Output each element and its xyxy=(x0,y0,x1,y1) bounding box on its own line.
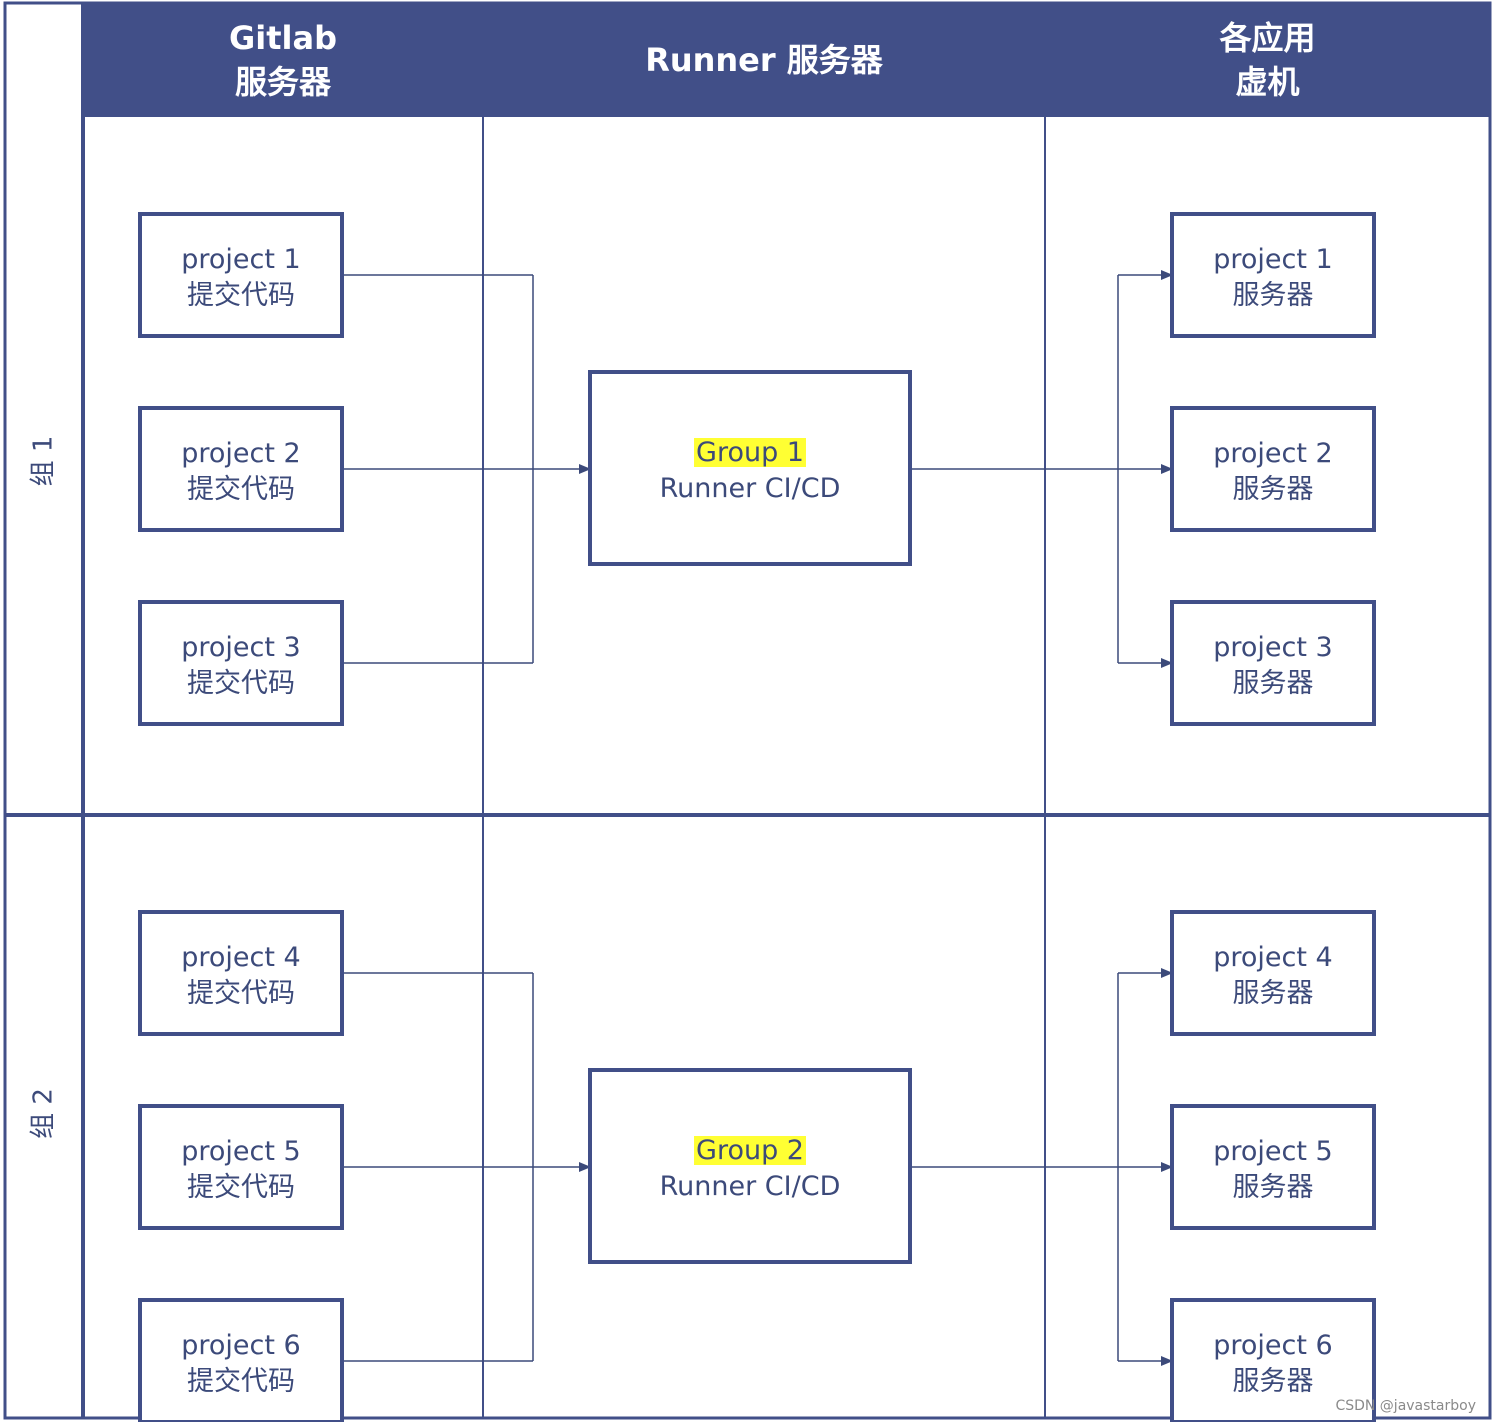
header-band xyxy=(83,3,1490,117)
runner-sub-1: Runner CI/CD xyxy=(660,473,841,504)
target-box-6 xyxy=(1170,1298,1376,1422)
source-sub-6: 提交代码 xyxy=(187,1366,295,1397)
source-title-5: project 5 xyxy=(181,1136,300,1167)
header-gitlab-line-2: 服务器 xyxy=(235,63,332,101)
lane-label-2: 组 2 xyxy=(29,1088,59,1139)
source-title-4: project 4 xyxy=(181,942,300,973)
runner-title-2: Group 2 xyxy=(696,1135,804,1166)
target-box-4 xyxy=(1170,910,1376,1036)
target-sub-2: 服务器 xyxy=(1233,474,1314,505)
source-sub-2: 提交代码 xyxy=(187,474,295,505)
source-title-3: project 3 xyxy=(181,632,300,663)
target-title-4: project 4 xyxy=(1213,942,1332,973)
runner-sub-2: Runner CI/CD xyxy=(660,1171,841,1202)
runner-title-highlight-1 xyxy=(694,438,806,467)
source-box-3 xyxy=(138,600,344,726)
source-box-5 xyxy=(138,1104,344,1230)
source-box-2 xyxy=(138,406,344,532)
header-gitlab-line-1: Gitlab xyxy=(229,19,337,57)
target-title-1: project 1 xyxy=(1213,244,1332,275)
runner-title-highlight-2 xyxy=(694,1136,806,1165)
target-box-3 xyxy=(1170,600,1376,726)
source-sub-1: 提交代码 xyxy=(187,280,295,311)
header-apps-line-1: 各应用 xyxy=(1219,19,1315,57)
runner-box-1 xyxy=(588,370,912,566)
source-sub-4: 提交代码 xyxy=(187,978,295,1009)
header-apps-line-2: 虚机 xyxy=(1235,63,1299,101)
lane-label-1: 组 1 xyxy=(29,436,59,487)
target-box-5 xyxy=(1170,1104,1376,1230)
source-sub-3: 提交代码 xyxy=(187,668,295,699)
target-title-2: project 2 xyxy=(1213,438,1332,469)
source-title-2: project 2 xyxy=(181,438,300,469)
source-title-6: project 6 xyxy=(181,1330,300,1361)
target-box-1 xyxy=(1170,212,1376,338)
target-sub-3: 服务器 xyxy=(1233,668,1314,699)
target-sub-1: 服务器 xyxy=(1233,280,1314,311)
source-title-1: project 1 xyxy=(181,244,300,275)
target-sub-4: 服务器 xyxy=(1233,978,1314,1009)
source-box-6 xyxy=(138,1298,344,1422)
header-runner-line-1: Runner 服务器 xyxy=(645,41,884,79)
target-title-3: project 3 xyxy=(1213,632,1332,663)
source-box-1 xyxy=(138,212,344,338)
source-sub-5: 提交代码 xyxy=(187,1172,295,1203)
runner-box-2 xyxy=(588,1068,912,1264)
diagram-frame xyxy=(3,1,1492,1420)
target-sub-5: 服务器 xyxy=(1233,1172,1314,1203)
target-box-2 xyxy=(1170,406,1376,532)
source-box-4 xyxy=(138,910,344,1036)
runner-title-1: Group 1 xyxy=(696,437,804,468)
target-title-6: project 6 xyxy=(1213,1330,1332,1361)
target-sub-6: 服务器 xyxy=(1233,1366,1314,1397)
watermark: CSDN @javastarboy xyxy=(1335,1398,1476,1414)
target-title-5: project 5 xyxy=(1213,1136,1332,1167)
